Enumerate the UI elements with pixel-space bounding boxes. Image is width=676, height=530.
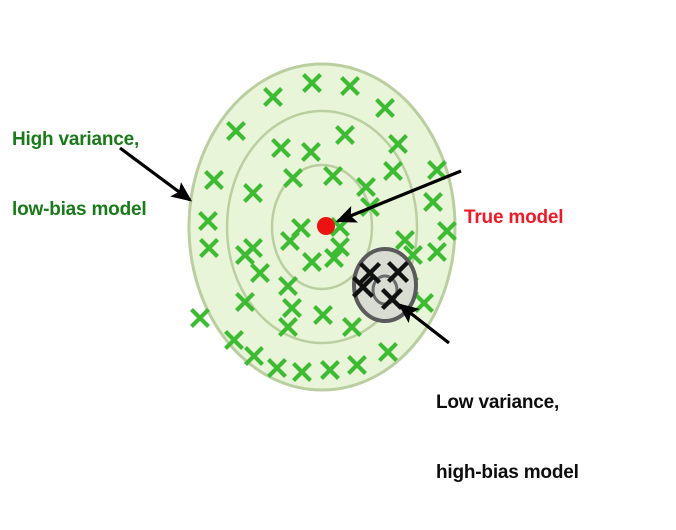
x-mark <box>204 170 224 190</box>
x-mark <box>278 276 298 296</box>
x-mark <box>243 183 263 203</box>
annotation-arrow-2 <box>397 303 450 345</box>
x-mark <box>302 252 322 272</box>
x-mark <box>244 346 264 366</box>
x-mark <box>423 192 443 212</box>
diagram-canvas: High variance, low-bias model True model… <box>12 62 579 483</box>
x-mark <box>198 211 218 231</box>
x-mark <box>267 358 287 378</box>
label-low-variance-high-bias: Low variance, high-bias model <box>436 345 579 530</box>
x-mark <box>199 238 219 258</box>
x-mark <box>427 160 447 180</box>
x-mark <box>271 138 291 158</box>
x-mark <box>282 298 302 318</box>
label-high-variance-line1: High variance, <box>12 129 140 151</box>
x-mark <box>280 231 300 251</box>
low-variance-x-marks-group <box>351 260 410 311</box>
x-mark <box>324 248 344 268</box>
label-high-variance-low-bias: High variance, low-bias model <box>12 82 147 267</box>
x-mark <box>263 87 283 107</box>
x-mark <box>378 342 398 362</box>
x-mark <box>335 125 355 145</box>
x-mark <box>283 168 303 188</box>
x-mark <box>347 355 367 375</box>
x-mark <box>427 242 447 262</box>
x-mark <box>313 305 333 325</box>
x-mark <box>437 221 457 241</box>
x-mark <box>356 177 376 197</box>
bias-variance-figure <box>119 62 462 392</box>
x-mark <box>340 76 360 96</box>
x-mark <box>330 237 350 257</box>
x-mark <box>224 330 244 350</box>
x-mark <box>383 161 403 181</box>
label-true-model-line1: True model <box>464 207 564 229</box>
x-mark <box>358 261 382 285</box>
x-mark <box>320 360 340 380</box>
x-mark <box>235 245 255 265</box>
annotation-arrow-1 <box>335 169 462 223</box>
x-mark <box>386 260 410 284</box>
x-mark <box>302 73 322 93</box>
x-mark <box>226 121 246 141</box>
x-mark <box>235 292 255 312</box>
x-mark <box>395 230 415 250</box>
x-mark <box>278 317 298 337</box>
x-mark <box>351 275 375 299</box>
label-high-variance-line2: low-bias model <box>12 198 147 220</box>
x-mark <box>250 263 270 283</box>
high-variance-x-marks-group <box>190 73 457 382</box>
x-mark <box>375 98 395 118</box>
label-low-variance-line2: high-bias model <box>436 461 579 483</box>
label-low-variance-line1: Low variance, <box>436 392 560 414</box>
x-mark <box>388 134 408 154</box>
label-true-model: True model <box>464 160 564 276</box>
annotation-arrow-0 <box>119 146 193 202</box>
x-mark <box>292 362 312 382</box>
x-mark <box>190 308 210 328</box>
true-model-dot <box>317 217 335 235</box>
annotation-arrows-group <box>119 146 462 345</box>
x-mark <box>323 166 343 186</box>
x-mark <box>301 142 321 162</box>
x-mark <box>342 317 362 337</box>
